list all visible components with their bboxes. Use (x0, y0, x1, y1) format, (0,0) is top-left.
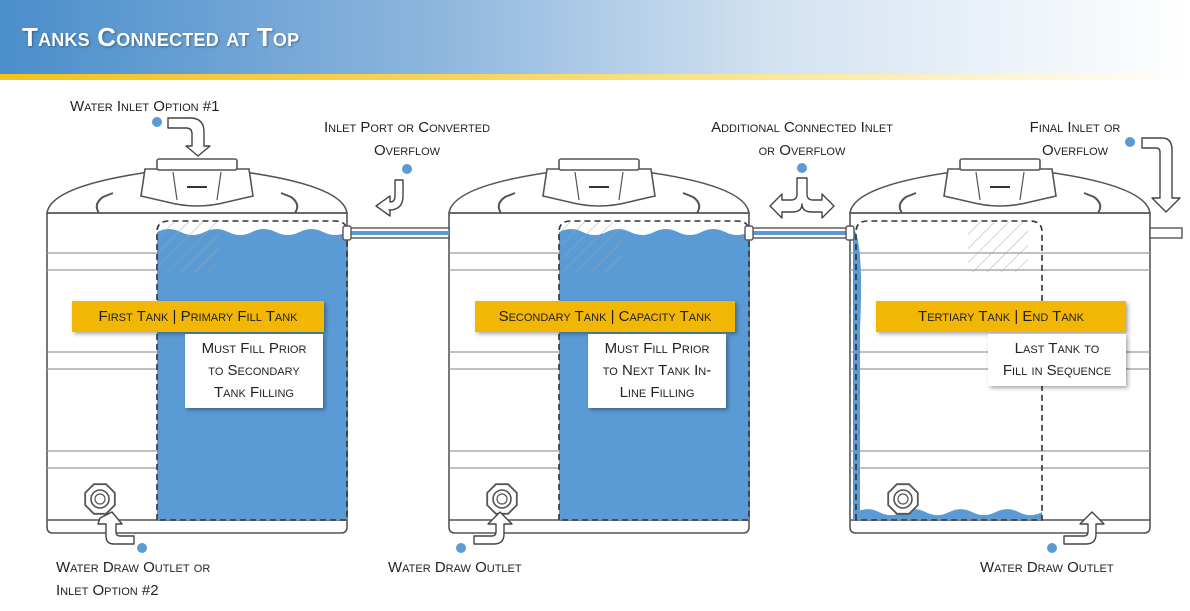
additional-inlet-label: Additional Connected Inlet or Overflow (692, 116, 912, 162)
marker-dot-6 (456, 543, 466, 553)
tank-1-lid-rib-right (216, 171, 222, 201)
tank-1-note-line3: Tank Filling (214, 384, 294, 401)
tank-3-water (856, 509, 1042, 520)
marker-dot-4 (1125, 137, 1135, 147)
additional-inlet-label-line1: Additional Connected Inlet (711, 119, 893, 136)
draw-outlet-3-label: Water Draw Outlet (980, 559, 1114, 576)
tank-1-note: Must Fill Prior to Secondary Tank Fillin… (185, 334, 323, 408)
tank-2-outlet-hole (496, 493, 508, 505)
tank-3-hook-left (898, 192, 917, 214)
tank-2-note-line1: Must Fill Prior (604, 340, 710, 357)
draw-outlet-1-arrow (97, 511, 135, 545)
additional-inlet-arrow (769, 177, 835, 219)
header-accent-line (0, 74, 1190, 80)
marker-dot-1 (152, 117, 162, 127)
tank-1-liner (156, 220, 348, 521)
tank-2-hook-right (682, 192, 701, 214)
tank-1-lid-rib-left (172, 171, 178, 201)
draw-outlet-3-arrow (1063, 511, 1105, 545)
marker-dot-7 (1047, 543, 1057, 553)
header-bar: Tanks Connected at Top (0, 0, 1190, 80)
inlet-port-label-line2: Overflow (373, 142, 441, 159)
tank-3-inflow-stream (853, 228, 862, 520)
inlet-option-1-label: Water Inlet Option #1 (70, 98, 220, 115)
marker-dot-2 (402, 164, 412, 174)
tank-2-lid-rib-right (618, 171, 624, 201)
inlet-port-label: Inlet Port or Converted Overflow (312, 116, 502, 162)
pipe-tank2-tank3-water (751, 231, 850, 235)
tank-1-hook-left (95, 192, 114, 214)
page-title: Tanks Connected at Top (22, 22, 300, 52)
arrows-layer (97, 117, 1181, 553)
marker-dot-5 (137, 543, 147, 553)
tank-3-note-line1: Last Tank to (1014, 340, 1100, 357)
fitting-tank3 (845, 225, 855, 241)
draw-outlet-1-label: Water Draw Outlet or Inlet Option #2 (56, 556, 210, 602)
final-inlet-label-line1: Final Inlet or (1029, 119, 1121, 136)
tank-1-hook-right (280, 192, 299, 214)
tank-3-outlet-hole (897, 493, 909, 505)
fitting-tank1 (342, 225, 352, 241)
inlet-port-label-line1: Inlet Port or Converted (323, 119, 491, 136)
tank-3-glare (968, 222, 1028, 272)
tank-2-note-line2: to Next Tank In- (602, 362, 712, 379)
tank-2-hook-left (497, 192, 516, 214)
tank-1-banner: First Tank | Primary Fill Tank (72, 301, 324, 332)
tank-2-note: Must Fill Prior to Next Tank In- Line Fi… (588, 334, 726, 408)
additional-inlet-label-line2: or Overflow (758, 142, 846, 159)
final-inlet-arrow (1141, 137, 1181, 213)
fitting-tank2 (744, 225, 754, 241)
tank-1-note-line2: to Secondary (208, 362, 300, 379)
tank-2-banner: Secondary Tank | Capacity Tank (475, 301, 735, 332)
final-inlet-label: Final Inlet or Overflow (1010, 116, 1140, 162)
tank-3-banner: Tertiary Tank | End Tank (876, 301, 1126, 332)
tank-3-note: Last Tank to Fill in Sequence (988, 334, 1126, 386)
tank-2-note-line3: Line Filling (619, 384, 695, 401)
draw-outlet-2-label: Water Draw Outlet (388, 559, 522, 576)
final-inlet-label-line2: Overflow (1041, 142, 1109, 159)
final-overflow-port (1149, 227, 1183, 239)
tank-1-note-line1: Must Fill Prior (201, 340, 307, 357)
tank-3-lid-rib-right (1019, 171, 1025, 201)
tank-1-outlet-hole (94, 493, 106, 505)
tank-1-lid-cap (156, 158, 238, 171)
tank-2-liner (558, 220, 750, 521)
draw-outlet-1-label-line2: Inlet Option #2 (56, 582, 159, 599)
tank-3-lid-rib-left (975, 171, 981, 201)
draw-outlet-2-arrow (473, 511, 513, 545)
inlet-port-arrow (375, 179, 404, 217)
tank-2-lid-cap (558, 158, 640, 171)
marker-dot-3 (797, 163, 807, 173)
tank-2-glare (561, 222, 621, 272)
tank-3-hook-right (1083, 192, 1102, 214)
tank-3-note-line2: Fill in Sequence (1002, 362, 1112, 379)
tank-3-liner (855, 220, 1043, 521)
inlet-1-arrow (167, 117, 211, 157)
tank-3-lid-cap (959, 158, 1041, 171)
tank-1-glare (159, 222, 219, 272)
pipe-tank1-tank2-water (348, 231, 449, 235)
pipes-layer (342, 225, 1183, 241)
tank-2-lid-rib-left (574, 171, 580, 201)
draw-outlet-1-label-line1: Water Draw Outlet or (56, 559, 211, 576)
